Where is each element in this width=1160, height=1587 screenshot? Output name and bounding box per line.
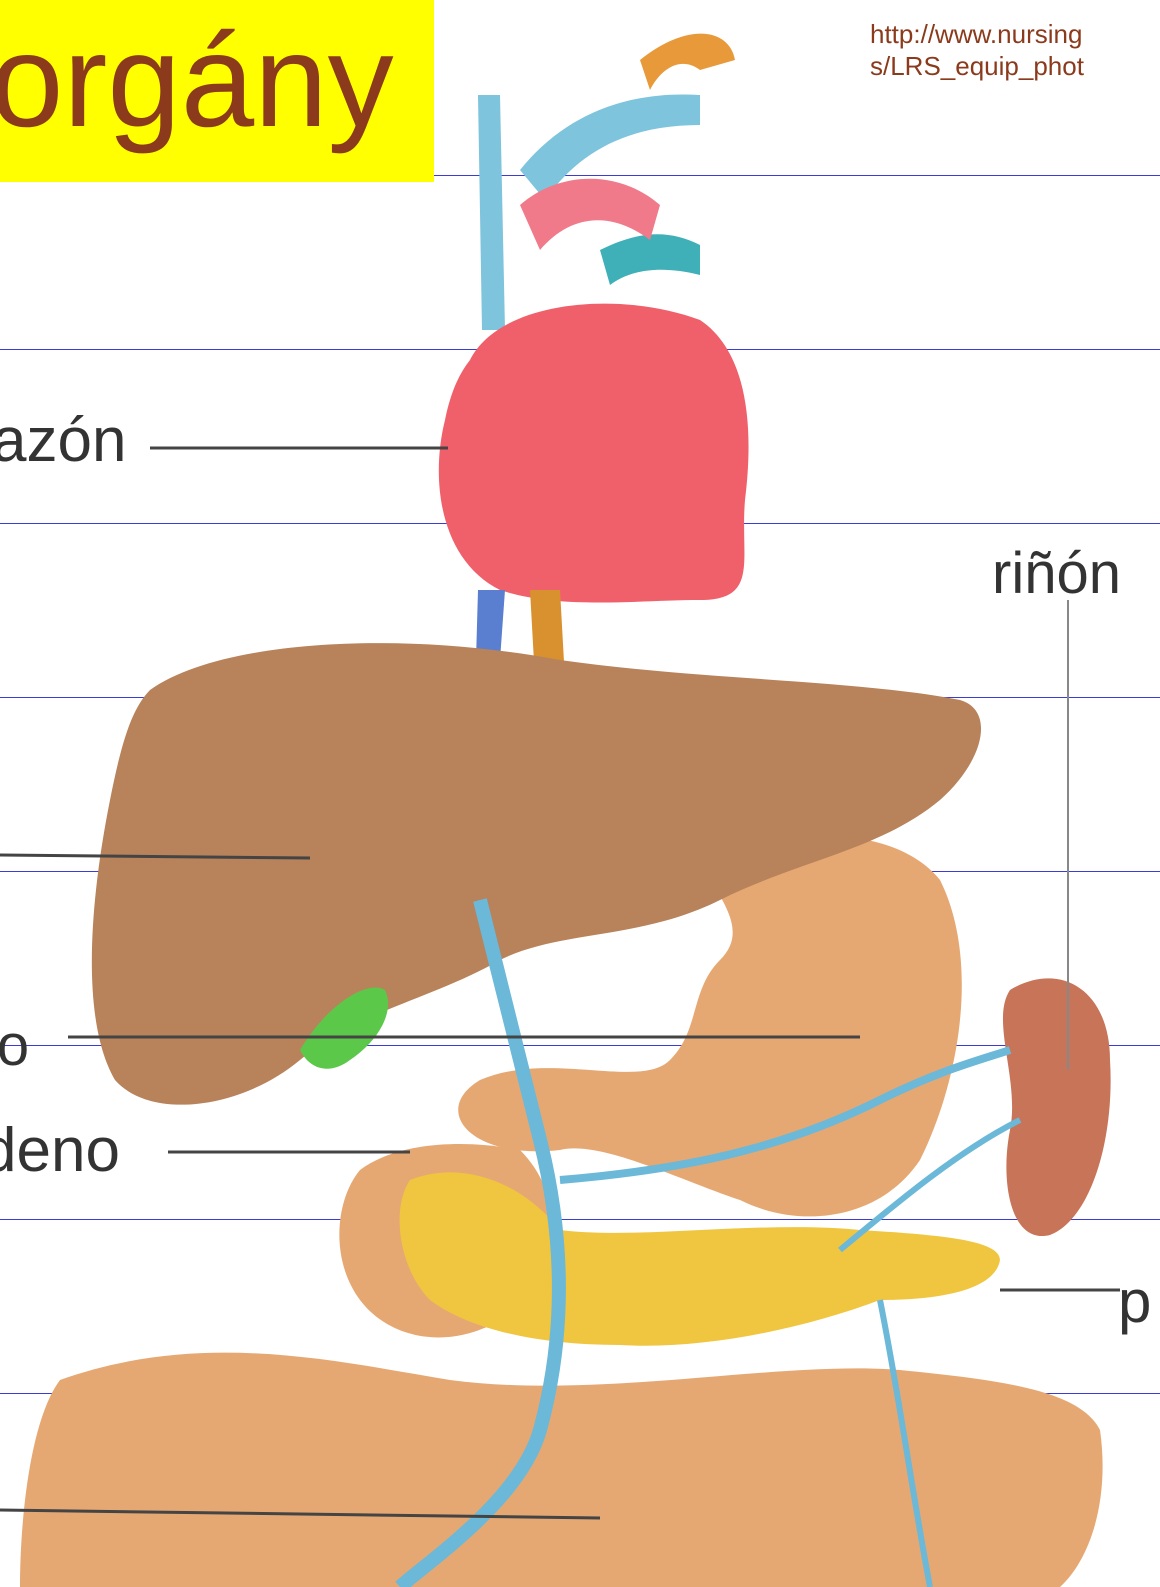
- source-url-line1: http://www.nursing: [870, 18, 1160, 50]
- heart-organ: [439, 304, 749, 603]
- vena-cava-vessel: [478, 95, 505, 330]
- title-box: orgány: [0, 0, 434, 182]
- kidney-organ: [1003, 978, 1111, 1236]
- slide-title: orgány: [0, 6, 394, 156]
- source-url-line2: s/LRS_equip_phot: [870, 50, 1160, 82]
- aorta-vessel: [640, 34, 735, 90]
- pulmonary-vessel: [600, 234, 700, 285]
- pancreas-organ: [400, 1172, 1000, 1345]
- label-spleen: jo: [0, 1012, 29, 1079]
- intestine-organ: [20, 1353, 1103, 1587]
- source-url: http://www.nursing s/LRS_equip_phot: [870, 18, 1160, 82]
- label-duodenum: deno: [0, 1115, 120, 1186]
- label-kidney: riñón: [992, 540, 1121, 607]
- label-pancreas: p: [1118, 1267, 1151, 1336]
- label-heart: azón: [0, 405, 126, 476]
